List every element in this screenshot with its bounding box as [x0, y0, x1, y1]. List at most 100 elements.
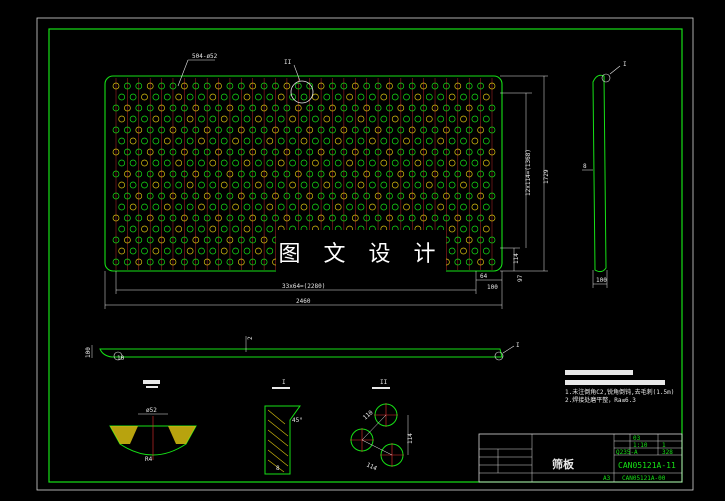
side-view[interactable]: I 8 100 — [582, 61, 627, 288]
plate-hole — [294, 148, 302, 156]
plate-hole — [488, 236, 496, 244]
plate-hole — [454, 170, 462, 178]
plate-hole — [135, 214, 143, 222]
plate-hole — [158, 258, 165, 266]
plate-hole — [386, 148, 393, 156]
plate-hole — [152, 247, 160, 255]
plate-hole — [283, 170, 291, 178]
plate-hole — [203, 192, 211, 200]
plate-hole — [158, 236, 165, 244]
title-block-cell-e: 328 — [662, 449, 673, 456]
plate-hole — [317, 214, 325, 222]
plate-hole — [312, 159, 319, 167]
plate-hole — [169, 126, 177, 134]
plate-hole — [243, 203, 251, 211]
plate-hole — [465, 104, 473, 112]
plate-hole — [272, 170, 279, 178]
plate-hole — [300, 159, 308, 167]
plate-hole — [163, 115, 171, 123]
dim-width-small-b: 100 — [487, 284, 498, 291]
plate-hole — [403, 115, 410, 123]
plate-hole — [169, 82, 177, 90]
bottom-view-dim-left: 100 — [85, 347, 92, 358]
plate-hole — [380, 203, 388, 211]
plate-hole — [391, 115, 399, 123]
plate-hole — [266, 93, 274, 101]
plate-hole — [397, 214, 405, 222]
plate-hole — [465, 148, 473, 156]
plate-hole — [237, 170, 245, 178]
plate-hole — [465, 236, 473, 244]
plate-hole — [198, 181, 205, 189]
plate-hole — [351, 104, 359, 112]
plate-hole — [477, 148, 484, 156]
detail-ii-view[interactable]: II 110 114 114 — [350, 379, 414, 473]
plate-hole — [408, 214, 416, 222]
plate-hole — [351, 148, 359, 156]
plate-hole — [465, 126, 473, 134]
plate-hole — [294, 126, 302, 134]
plate-hole — [317, 104, 325, 112]
plate-hole — [237, 82, 245, 90]
plate-hole — [414, 181, 422, 189]
plate-hole — [482, 137, 490, 145]
plate-hole — [437, 181, 445, 189]
plate-hole — [351, 82, 359, 90]
plate-hole — [477, 214, 484, 222]
detail-i-view[interactable]: I 45° 8 — [264, 379, 303, 475]
plate-hole — [198, 93, 205, 101]
dim-width-small-a: 64 — [480, 273, 488, 280]
plate-hole — [317, 170, 325, 178]
plate-hole — [260, 104, 268, 112]
plate-hole — [437, 115, 445, 123]
plate-hole — [169, 214, 177, 222]
plate-hole — [203, 104, 211, 112]
plate-hole — [425, 115, 433, 123]
plate-hole — [169, 104, 177, 112]
plate-hole — [129, 115, 137, 123]
plate-hole — [403, 137, 410, 145]
plate-hole — [158, 104, 165, 112]
plate-hole — [260, 170, 268, 178]
plate-hole — [329, 192, 336, 200]
title-block-cell-a: 03 — [633, 435, 641, 442]
plate-hole — [448, 203, 456, 211]
bottom-edge-view[interactable]: I 100 2 10 — [85, 336, 520, 362]
plate-hole — [181, 104, 188, 112]
plate-hole — [369, 93, 376, 101]
plate-hole — [146, 236, 154, 244]
plate-hole — [215, 258, 222, 266]
plate-hole — [169, 258, 177, 266]
plate-hole — [380, 181, 388, 189]
plate-hole — [152, 225, 160, 233]
plate-hole — [209, 159, 217, 167]
plate-hole — [146, 148, 154, 156]
plate-hole — [186, 137, 194, 145]
bottom-view-dim-mid: 2 — [247, 336, 254, 340]
plate-hole — [391, 203, 399, 211]
plate-hole — [386, 126, 393, 134]
plate-hole — [340, 126, 348, 134]
plate-hole — [192, 148, 200, 156]
plate-hole — [403, 181, 410, 189]
plate-hole — [186, 247, 194, 255]
plate-hole — [294, 214, 302, 222]
plate-hole — [129, 181, 137, 189]
plate-hole — [460, 115, 467, 123]
plate-hole — [488, 192, 496, 200]
title-block[interactable]: 筛板 CAN05121A-11 CAN05121A-00 03 1:10 1 Q… — [478, 433, 683, 483]
hole-section-detail[interactable]: ø52 R4 — [109, 380, 197, 463]
plate-hole — [408, 126, 416, 134]
plate-hole — [175, 225, 183, 233]
plate-hole — [118, 159, 126, 167]
plate-hole — [351, 170, 359, 178]
plate-hole — [277, 181, 285, 189]
plate-hole — [334, 115, 342, 123]
plate-hole — [232, 203, 239, 211]
plate-hole — [220, 93, 228, 101]
plate-hole — [329, 126, 336, 134]
plate-hole — [425, 137, 433, 145]
tech-note-line2: 2.焊接处磨平整，Ra≤6.3 — [565, 396, 636, 404]
plate-hole — [135, 82, 143, 90]
